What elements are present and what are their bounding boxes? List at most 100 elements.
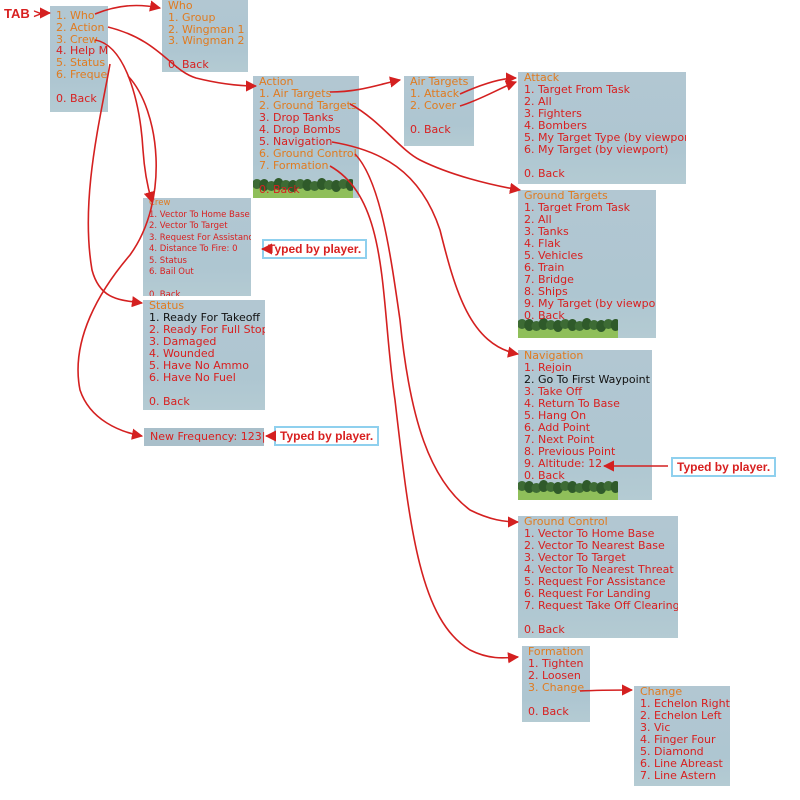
menu-item[interactable] (56, 81, 108, 93)
menu-item[interactable]: 2. Action (56, 20, 105, 34)
treeline-backdrop (518, 480, 618, 500)
menu-item[interactable]: 0. Back (168, 57, 209, 71)
menu-item[interactable]: 3. Vic (640, 721, 671, 734)
menu-item[interactable]: 1. Group (168, 10, 216, 24)
menu-item[interactable]: 1. Target From Task (524, 201, 631, 214)
menu-item[interactable]: 6. Request For Landing (524, 587, 651, 600)
menu-item[interactable]: 5. Status (56, 56, 106, 70)
menu-item[interactable]: 2. Echelon Left (640, 709, 722, 722)
menu-item[interactable]: 4. Help Me (56, 44, 108, 58)
menu-item[interactable]: 4. Vector To Nearest Threat (524, 563, 674, 576)
menu-item[interactable]: 4. Bombers (524, 119, 587, 132)
menu-item[interactable]: 9. Altitude: 12 (524, 457, 603, 470)
menu-item[interactable]: 3. Vector To Target (524, 551, 626, 564)
menu-item[interactable]: 1. Attack (410, 87, 460, 100)
frequency-input-box: New Frequency: 123| (144, 428, 265, 446)
menu-item[interactable]: 2. All (524, 95, 552, 108)
menu-item[interactable]: 5. Diamond (640, 745, 704, 758)
typed-note-crew: Typed by player. (262, 239, 368, 259)
arrow-ground-control (354, 153, 520, 528)
menu-title: Action (259, 76, 294, 88)
menu-item[interactable]: 6. Frequency (56, 67, 108, 81)
menu-item[interactable]: 2. Vector To Nearest Base (524, 539, 665, 552)
menu-item[interactable]: 2. Ready For Full Stop (149, 323, 265, 336)
menu-item[interactable]: 6. Add Point (524, 421, 591, 434)
menu-item[interactable]: 1. Tighten (528, 657, 584, 670)
menu-item[interactable]: 5. Request For Assistance (524, 575, 666, 588)
menu-item[interactable]: 0. Back (149, 395, 190, 408)
menu-item[interactable]: 8. Previous Point (524, 445, 616, 458)
menu-item[interactable]: 5. My Target Type (by viewport) (524, 131, 686, 144)
menu-item[interactable]: 7. Line Astern (640, 769, 717, 782)
menu-item[interactable]: 0. Back (524, 623, 565, 636)
menu-item[interactable]: 0. Back (149, 290, 181, 296)
menu-item[interactable]: 3. Change (528, 681, 585, 694)
menu-item[interactable]: 4. Flak (524, 237, 561, 250)
menu-item[interactable]: 1. Rejoin (524, 361, 572, 374)
menu-item[interactable]: 5. Have No Ammo (149, 359, 249, 372)
menu-title: Attack (524, 72, 560, 84)
menu-title: Who (168, 0, 193, 12)
menu-item[interactable]: 3. Crew (56, 32, 98, 46)
menu-item[interactable]: 4. Wounded (149, 347, 215, 360)
menu-item[interactable]: 5. Navigation (259, 135, 333, 148)
menu-item[interactable]: 0. Back (259, 183, 300, 196)
menu-item[interactable]: 4. Distance To Fire: 0 (149, 244, 238, 254)
menu-item[interactable]: 5. Hang On (524, 409, 587, 422)
menu-title: Formation (528, 646, 584, 658)
menu-item[interactable]: 3. Wingman 2 (168, 34, 245, 48)
menu-item[interactable]: 5. Status (149, 255, 187, 266)
menu-item[interactable]: 1. Target From Task (524, 83, 631, 96)
menu-item[interactable]: 0. Back (56, 91, 97, 105)
menu-item[interactable]: 3. Take Off (524, 385, 583, 398)
menu-item[interactable]: 9. My Target (by viewport) (524, 297, 656, 310)
menu-item[interactable]: 0. Back (528, 705, 569, 718)
menu-item[interactable]: 2. Go To First Waypoint (524, 373, 650, 386)
menu-item[interactable]: 3. Drop Tanks (259, 111, 334, 124)
menu-item[interactable]: 0. Back (524, 469, 565, 482)
menu-title: Ground Targets (524, 190, 608, 202)
menu-item[interactable]: 2. Cover (410, 99, 457, 112)
menu-item[interactable]: 1. Who (56, 9, 95, 22)
menu-title: Status (149, 300, 185, 312)
menu-item[interactable]: 3. Fighters (524, 107, 582, 120)
menu-item[interactable]: 2. Ground Targets (259, 99, 357, 112)
menu-item[interactable]: 7. Request Take Off Clearing (524, 599, 678, 612)
menu-item[interactable]: 1. Vector To Home Base (149, 209, 250, 220)
menu-item[interactable]: 7. Bridge (524, 273, 574, 286)
menu-item[interactable]: 3. Tanks (524, 225, 569, 238)
menu-item[interactable]: 2. Vector To Target (149, 221, 228, 231)
menu-item[interactable]: 3. Damaged (149, 335, 217, 348)
menu-item[interactable]: 4. Drop Bombs (259, 123, 341, 136)
menu-item[interactable]: 0. Back (410, 123, 451, 136)
menu-item[interactable]: 4. Return To Base (524, 397, 620, 410)
menu-item[interactable]: 3. Request For Assistance (149, 232, 251, 243)
menu-item[interactable]: 6. Have No Fuel (149, 371, 236, 384)
menu-item[interactable]: 5. Vehicles (524, 249, 584, 262)
menu-title: Crew (149, 198, 171, 208)
menu-item[interactable]: 4. Finger Four (640, 733, 716, 746)
menu-item[interactable]: 1. Vector To Home Base (524, 527, 655, 540)
menu-item[interactable]: 2. All (524, 213, 552, 226)
menu-item[interactable]: 8. Ships (524, 285, 568, 298)
menu-item[interactable] (149, 279, 251, 291)
menu-item[interactable]: 7. Next Point (524, 433, 595, 446)
menu-item[interactable]: 1. Echelon Right (640, 697, 730, 710)
menu-item[interactable]: 2. Loosen (528, 669, 581, 682)
menu-item[interactable]: 1. Air Targets (259, 87, 332, 100)
menu-item[interactable]: 0. Back (524, 167, 565, 180)
menu-item[interactable]: 6. Train (524, 261, 565, 274)
menu-item[interactable]: 6. Line Abreast (640, 757, 723, 770)
menu-item[interactable]: 0. Back (524, 309, 565, 322)
menu-item[interactable]: 6. Bail Out (149, 267, 194, 277)
menu-item[interactable]: 7. Formation (259, 159, 329, 172)
menu-item[interactable]: 1. Ready For Takeoff (149, 311, 261, 324)
menu-item[interactable]: 6. My Target (by viewport) (524, 143, 669, 156)
